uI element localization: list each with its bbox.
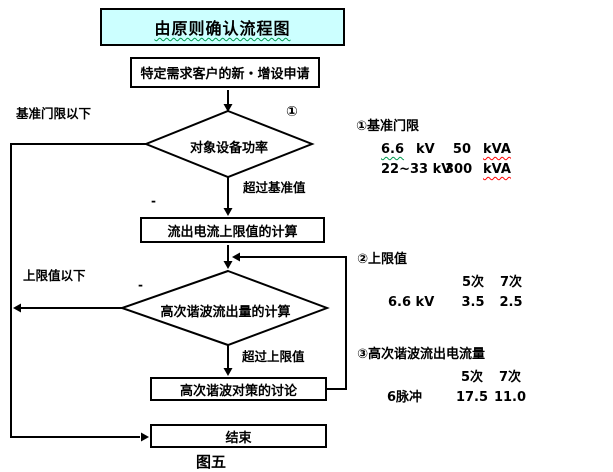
arrowhead-into-process2 bbox=[223, 368, 233, 376]
panel3-col1-header: 5次 bbox=[460, 370, 484, 385]
stray-dash-mark: - bbox=[138, 278, 143, 292]
decision1-label: 对象设备功率 bbox=[189, 141, 268, 156]
panel2-row1-v1: 3.5 bbox=[461, 295, 485, 310]
page-title: 由原则确认流程图 bbox=[154, 19, 291, 38]
start-node-label: 特定需求客户的新・增设申请 bbox=[140, 67, 310, 82]
arrowhead-into-end bbox=[141, 432, 149, 442]
decision1-no-branch-label: 基准门限以下 bbox=[16, 106, 92, 121]
stray-dash-mark: - bbox=[151, 194, 156, 208]
end-node-label: 结束 bbox=[225, 430, 252, 446]
panel2-heading: ②上限值 bbox=[357, 252, 408, 267]
panel3-col2-header: 7次 bbox=[498, 370, 522, 385]
arrowhead-decision2-no-merge bbox=[13, 303, 21, 313]
table-row: 22~33 kV 300 kVA bbox=[381, 160, 511, 180]
panel1-row2-value: 300 bbox=[445, 162, 473, 177]
arrowhead-into-process1 bbox=[223, 208, 233, 216]
panel2-row1-v2: 2.5 bbox=[499, 295, 523, 310]
panel2-row1-label: 6.6 kV bbox=[388, 295, 435, 310]
decision1-diamond bbox=[143, 109, 315, 179]
start-node: 特定需求客户的新・增设申请 bbox=[130, 57, 320, 88]
panel3-row1-label: 6脉冲 bbox=[387, 390, 423, 405]
arrowhead-into-decision1 bbox=[223, 104, 233, 112]
figure-caption: 图五 bbox=[196, 453, 227, 471]
decision1-yes-branch-label: 超过基准值 bbox=[243, 180, 306, 195]
decision1-circled-one-marker: ① bbox=[286, 104, 298, 120]
panel3-row1-v1: 17.5 bbox=[455, 390, 489, 405]
panel3-heading: ③高次谐波流出电流量 bbox=[357, 347, 486, 362]
decision2-diamond bbox=[118, 269, 330, 347]
decision2-label: 高次谐波流出量的计算 bbox=[160, 305, 291, 320]
upper-limit-panel: ②上限值 5次 7次 6.6 kV 3.5 2.5 bbox=[357, 250, 528, 313]
title-box: 由原则确认流程图 bbox=[100, 8, 345, 46]
process1-label: 流出电流上限值的计算 bbox=[167, 224, 298, 240]
process1-node: 流出电流上限值的计算 bbox=[140, 217, 325, 243]
table-header-row: 5次 7次 bbox=[387, 368, 527, 388]
panel1-row1-unit: kVA bbox=[483, 142, 511, 157]
table-header-row: 5次 7次 bbox=[388, 273, 528, 293]
arrowhead-into-decision2 bbox=[223, 261, 233, 269]
process2-label: 高次谐波对策的讨论 bbox=[179, 383, 297, 399]
connector-decision1-no-branch bbox=[10, 143, 146, 438]
panel2-col1-header: 5次 bbox=[461, 275, 485, 290]
panel1-row2-unit: kVA bbox=[483, 162, 511, 177]
arrowhead-feedback-merge bbox=[232, 252, 240, 262]
panel1-heading: ①基准门限 bbox=[356, 119, 420, 134]
panel1-row2-label: 22~33 kV bbox=[381, 162, 452, 177]
connector-feedback-loop bbox=[239, 256, 347, 390]
end-node: 结束 bbox=[150, 424, 327, 448]
panel2-empty-cell bbox=[388, 273, 452, 293]
harmonic-outflow-panel: ③高次谐波流出电流量 5次 7次 6脉冲 17.5 11.0 bbox=[357, 345, 527, 408]
panel1-row1-value: 50 bbox=[452, 142, 471, 157]
process2-node: 高次谐波对策的讨论 bbox=[150, 377, 327, 401]
pan3-row1-v2: 11.0 bbox=[493, 390, 527, 405]
table-row: 6.6 kV 3.5 2.5 bbox=[388, 293, 528, 313]
decision2-no-branch-label: 上限值以下 bbox=[23, 268, 86, 283]
panel3-empty-cell bbox=[387, 368, 451, 388]
decision2-yes-branch-label: 超过上限值 bbox=[242, 349, 305, 364]
panel2-col2-header: 7次 bbox=[499, 275, 523, 290]
table-row: 6脉冲 17.5 11.0 bbox=[387, 388, 527, 408]
